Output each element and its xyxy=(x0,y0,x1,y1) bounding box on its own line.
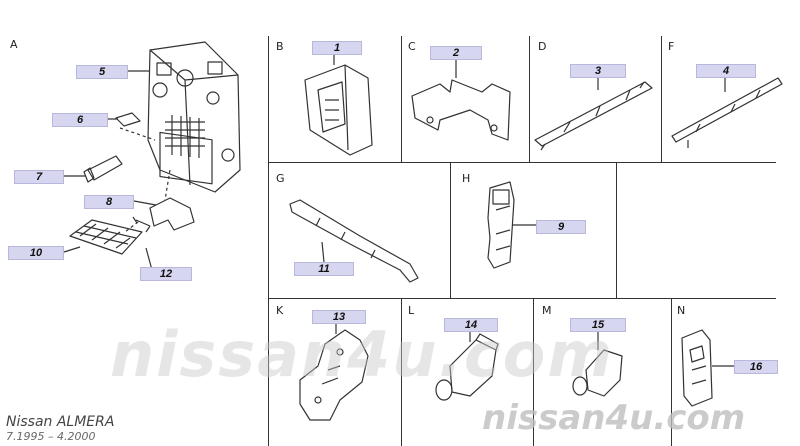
callout-6[interactable]: 6 xyxy=(52,113,108,127)
section-label-g: G xyxy=(276,172,285,185)
watermark-large: nissan4u.com xyxy=(110,318,614,391)
callout-5[interactable]: 5 xyxy=(76,65,128,79)
grommet-m-part xyxy=(572,349,623,397)
section-label-c: C xyxy=(408,40,416,53)
callout-2[interactable]: 2 xyxy=(430,46,482,60)
grid-vertical-mn xyxy=(671,298,672,446)
fuse-puller-part xyxy=(83,155,123,183)
grid-horizontal-mid xyxy=(268,298,776,299)
rail-g-part xyxy=(289,199,419,283)
callout-15[interactable]: 15 xyxy=(570,318,626,332)
section-label-h: H xyxy=(462,172,471,185)
bracket-b-part xyxy=(304,64,373,156)
connector-h-part xyxy=(487,181,515,269)
clip-n-part xyxy=(681,329,713,407)
section-label-b: B xyxy=(276,40,284,53)
cover-part xyxy=(69,219,143,255)
callout-3[interactable]: 3 xyxy=(570,64,626,78)
callout-9[interactable]: 9 xyxy=(536,220,586,234)
fuse-box-part xyxy=(147,41,241,193)
section-label-d: D xyxy=(538,40,547,53)
model-name: Nissan ALMERA xyxy=(6,414,115,430)
callout-13[interactable]: 13 xyxy=(312,310,366,324)
grid-vertical-h-end xyxy=(616,162,617,298)
section-label-l: L xyxy=(408,304,415,317)
bracket-c-part xyxy=(411,79,511,141)
section-label-f: F xyxy=(668,40,675,53)
rail-d-part xyxy=(534,81,653,151)
section-label-n: N xyxy=(677,304,686,317)
section-label-a: A xyxy=(10,38,18,51)
callout-16[interactable]: 16 xyxy=(734,360,778,374)
grid-vertical-lm xyxy=(533,298,534,446)
grommet-l-part xyxy=(435,333,499,401)
bracket-k-part xyxy=(299,329,369,421)
callout-14[interactable]: 14 xyxy=(444,318,498,332)
grid-horizontal-top xyxy=(268,162,776,163)
callout-8[interactable]: 8 xyxy=(84,195,134,209)
fuse-part xyxy=(115,112,141,127)
grid-vertical-bc xyxy=(401,36,402,162)
bracket-part xyxy=(149,197,195,231)
grid-vertical-main xyxy=(268,36,269,446)
callout-12[interactable]: 12 xyxy=(140,267,192,281)
model-years: 7.1995 – 4.2000 xyxy=(6,430,96,443)
grid-vertical-kl xyxy=(401,298,402,446)
bolt-part xyxy=(132,216,151,233)
rail-f-part xyxy=(671,77,783,148)
callout-4[interactable]: 4 xyxy=(696,64,756,78)
grid-vertical-cd xyxy=(529,36,530,162)
grid-vertical-gh xyxy=(450,162,451,298)
grid-vertical-df xyxy=(661,36,662,162)
callout-7[interactable]: 7 xyxy=(14,170,64,184)
callout-11[interactable]: 11 xyxy=(294,262,354,276)
section-label-m: M xyxy=(542,304,552,317)
watermark-small: nissan4u.com xyxy=(482,398,746,438)
section-label-k: K xyxy=(276,304,284,317)
callout-1[interactable]: 1 xyxy=(312,41,362,55)
callout-10[interactable]: 10 xyxy=(8,246,64,260)
